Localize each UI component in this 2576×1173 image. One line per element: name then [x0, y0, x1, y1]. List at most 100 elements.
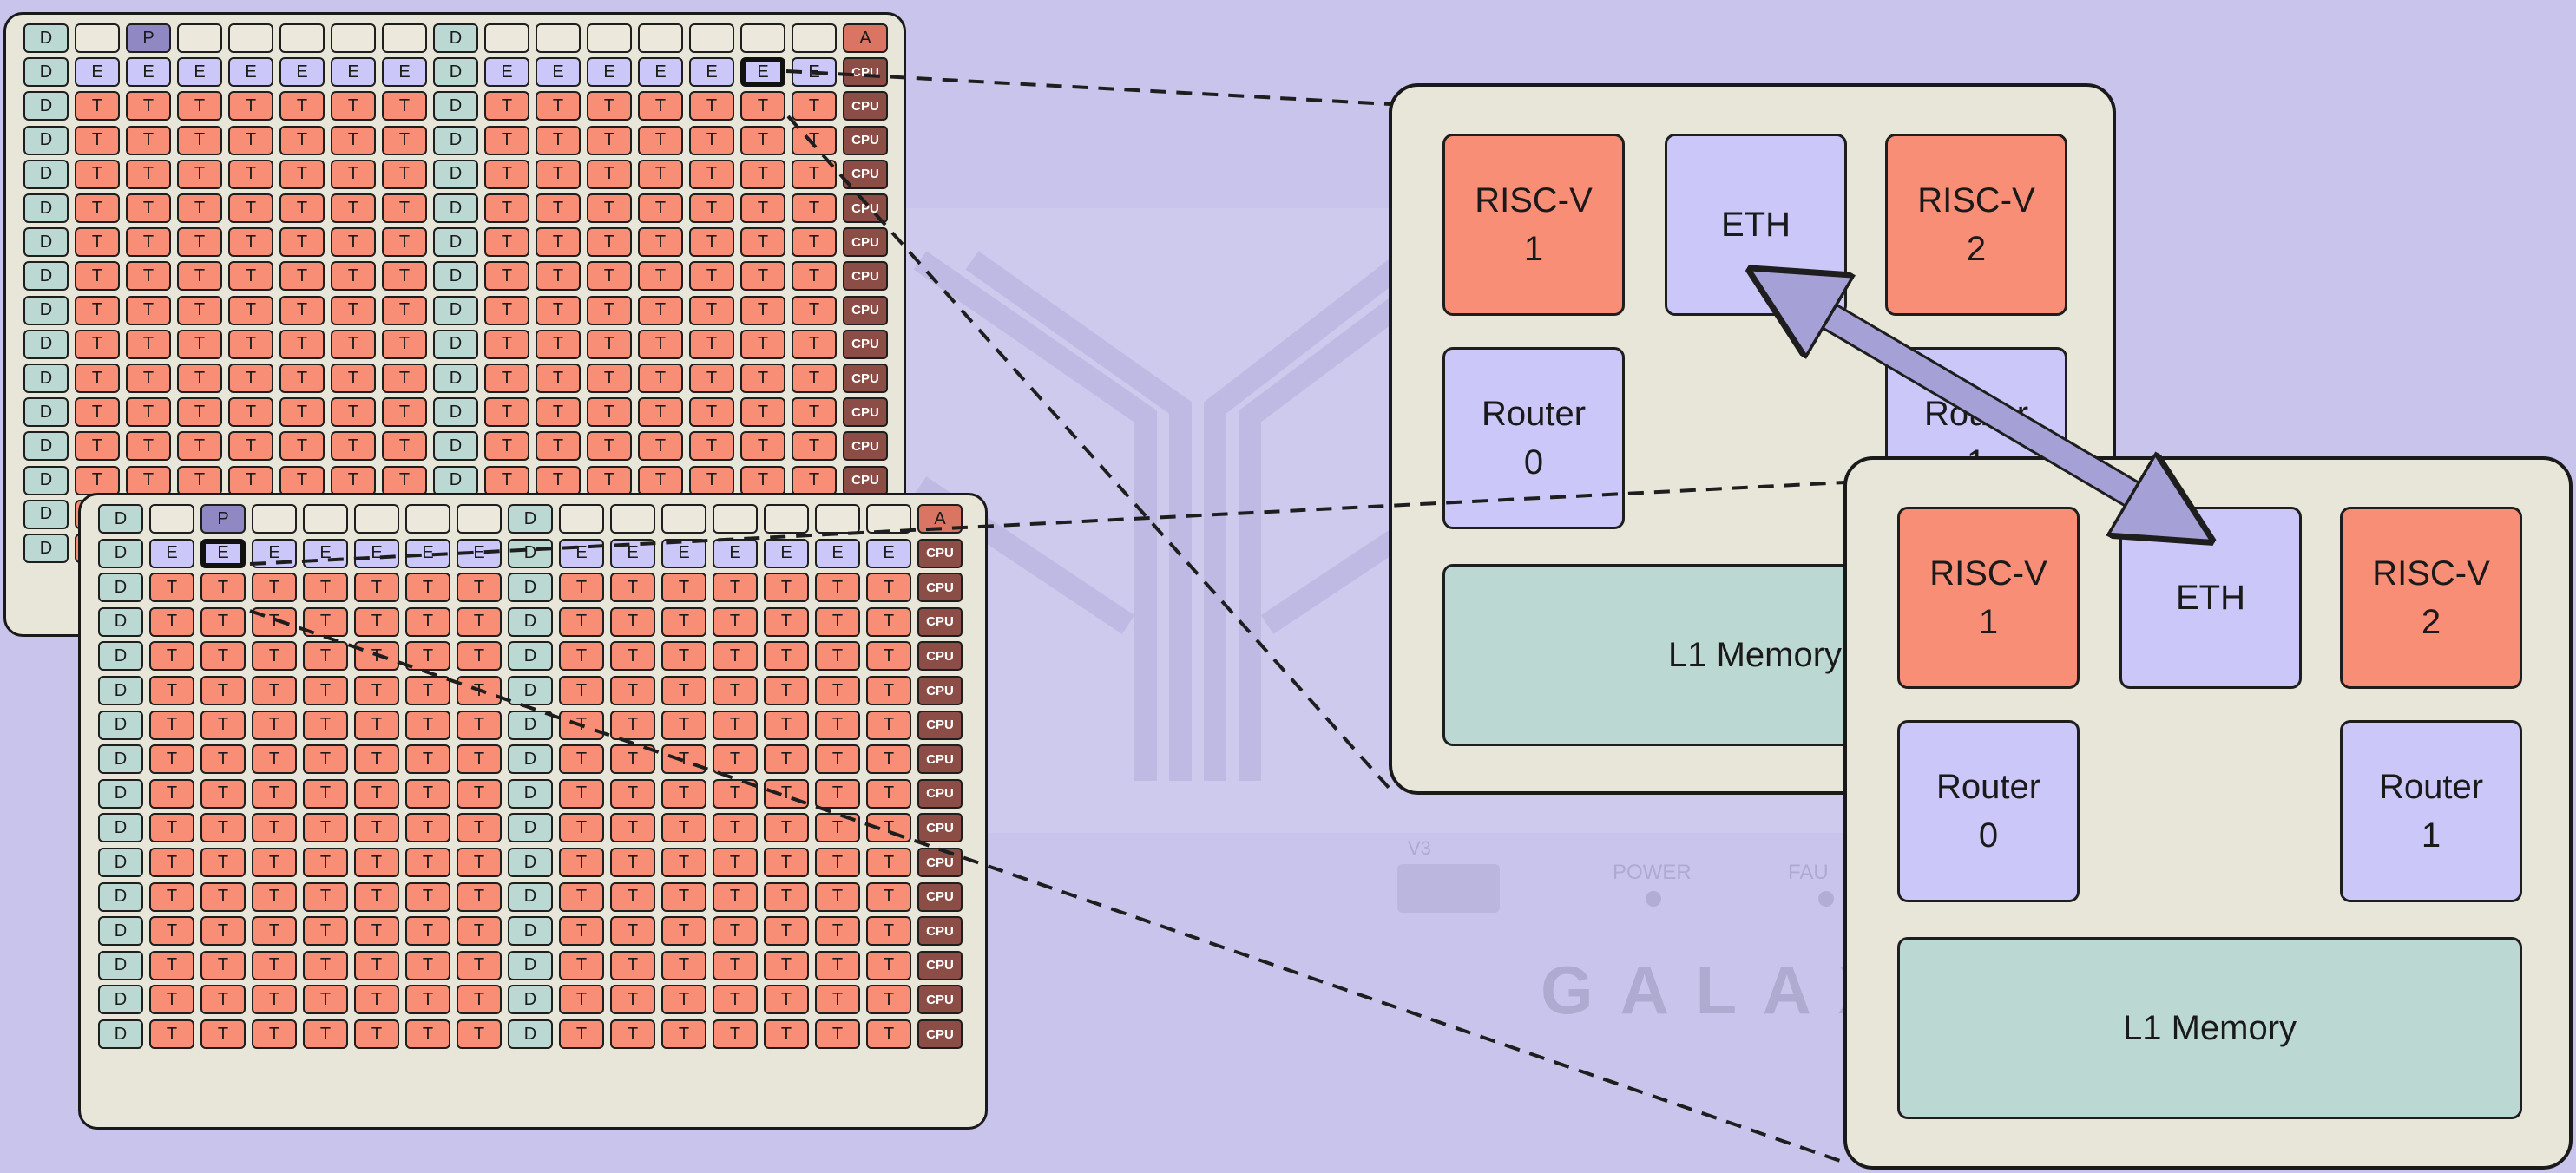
eth-cell: E: [149, 538, 194, 568]
tensix-cell: T: [252, 573, 297, 603]
tensix-cell: T: [638, 465, 683, 495]
tensix-cell: T: [149, 916, 194, 947]
dram-cell: D: [98, 950, 143, 980]
dram-cell: D: [508, 641, 553, 672]
dram-cell: D: [98, 848, 143, 877]
tensix-cell: T: [382, 465, 427, 495]
dram-cell: D: [433, 159, 478, 189]
tensix-cell: T: [457, 676, 502, 705]
tensix-cell: T: [740, 125, 785, 155]
tensix-cell: T: [866, 985, 911, 1015]
dram-cell: D: [98, 1019, 143, 1049]
empty-cell: [689, 23, 734, 53]
tensix-cell: T: [331, 261, 376, 292]
tensix-cell: T: [484, 261, 529, 292]
tensix-cell: T: [405, 950, 450, 980]
tensix-cell: T: [689, 431, 734, 462]
tensix-cell: T: [303, 778, 348, 809]
tensix-cell: T: [331, 91, 376, 121]
tensix-cell: T: [740, 431, 785, 462]
tensix-cell: T: [815, 641, 860, 672]
tensix-cell: T: [75, 261, 120, 292]
dram-cell: D: [433, 227, 478, 258]
empty-cell: [587, 23, 632, 53]
tensix-cell: T: [792, 159, 837, 189]
tensix-cell: T: [689, 364, 734, 393]
cpu-cell: CPU: [843, 57, 888, 88]
tensix-cell: T: [764, 606, 809, 637]
eth-cell: E: [610, 538, 655, 568]
tensix-cell: T: [303, 676, 348, 705]
empty-cell: [792, 23, 837, 53]
cpu-cell: CPU: [917, 813, 963, 843]
tensix-cell: T: [75, 397, 120, 428]
dram-cell: D: [508, 985, 553, 1015]
empty-cell: [252, 504, 297, 534]
tensix-cell: T: [405, 606, 450, 637]
tensix-cell: T: [661, 950, 706, 980]
tensix-cell: T: [713, 676, 758, 705]
tensix-cell: T: [764, 573, 809, 603]
tensix-cell: T: [638, 125, 683, 155]
dram-cell: D: [98, 916, 143, 947]
empty-cell: [740, 23, 785, 53]
tensix-cell: T: [764, 641, 809, 672]
tensix-cell: T: [792, 193, 837, 223]
tensix-cell: T: [536, 295, 581, 325]
eth-cell: E: [126, 57, 171, 88]
tensix-cell: T: [252, 1019, 297, 1049]
cpu-cell: CPU: [843, 329, 888, 359]
tensix-cell: T: [713, 641, 758, 672]
tensix-cell: T: [661, 606, 706, 637]
tensix-cell: T: [740, 193, 785, 223]
tensix-cell: T: [75, 227, 120, 258]
empty-cell: [559, 504, 604, 534]
tensix-cell: T: [149, 1019, 194, 1049]
tensix-cell: T: [661, 813, 706, 843]
faceplate-power-label: POWER: [1613, 861, 1692, 884]
tensix-cell: T: [126, 364, 171, 393]
tensix-cell: T: [689, 295, 734, 325]
dram-cell: D: [433, 193, 478, 223]
dram-cell: D: [508, 538, 553, 568]
tensix-cell: T: [713, 778, 758, 809]
faceplate-fault-label: FAU: [1788, 861, 1829, 884]
tensix-cell: T: [740, 261, 785, 292]
tensix-cell: T: [177, 227, 222, 258]
dram-cell: D: [433, 465, 478, 495]
eth-cell: E: [200, 538, 246, 568]
cpu-cell: CPU: [843, 125, 888, 155]
tensix-cell: T: [228, 261, 273, 292]
tensix-cell: T: [764, 881, 809, 912]
tensix-cell: T: [177, 329, 222, 359]
tensix-cell: T: [149, 950, 194, 980]
tensix-cell: T: [382, 227, 427, 258]
dram-cell: D: [23, 91, 69, 121]
tensix-cell: T: [792, 227, 837, 258]
tensix-cell: T: [866, 573, 911, 603]
tensix-cell: T: [405, 881, 450, 912]
cpu-cell: CPU: [917, 744, 963, 775]
eth-cell: E: [792, 57, 837, 88]
tensix-cell: T: [536, 329, 581, 359]
tensix-cell: T: [149, 606, 194, 637]
tensix-cell: T: [252, 950, 297, 980]
tensix-cell: T: [75, 91, 120, 121]
empty-cell: [815, 504, 860, 534]
tensix-cell: T: [610, 778, 655, 809]
tensix-cell: T: [354, 606, 399, 637]
cpu-cell: CPU: [843, 431, 888, 462]
tensix-cell: T: [279, 193, 325, 223]
tensix-cell: T: [149, 813, 194, 843]
eth-cell: E: [587, 57, 632, 88]
tensix-cell: T: [354, 778, 399, 809]
tensix-cell: T: [331, 397, 376, 428]
tensix-cell: T: [457, 985, 502, 1015]
tensix-cell: T: [689, 159, 734, 189]
tensix-cell: T: [740, 295, 785, 325]
cpu-cell: CPU: [917, 641, 963, 672]
dram-cell: D: [508, 950, 553, 980]
tensix-cell: T: [279, 125, 325, 155]
dram-cell: D: [433, 125, 478, 155]
tensix-cell: T: [713, 916, 758, 947]
